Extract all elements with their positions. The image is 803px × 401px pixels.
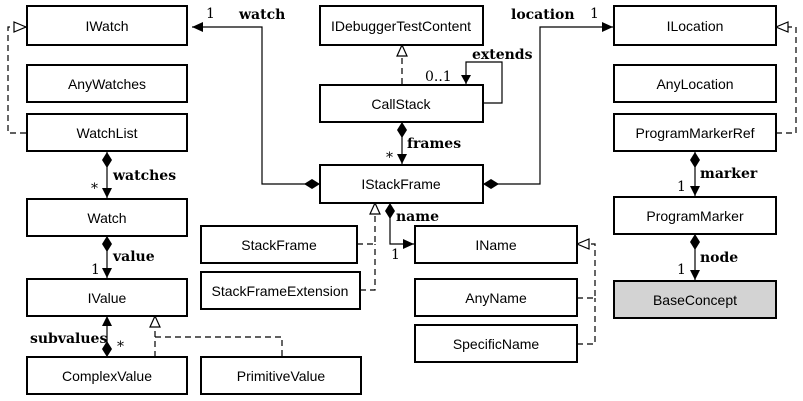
generalization-arrowhead-istackframe xyxy=(369,201,381,215)
class-stackframeextension-label: StackFrameExtension xyxy=(212,283,349,299)
class-callstack[interactable]: CallStack xyxy=(319,84,484,123)
value-diamond xyxy=(102,236,112,252)
generalization-programmarkerref-ilocation xyxy=(776,26,797,134)
generalization-anyname-iname xyxy=(577,243,596,299)
association-location xyxy=(483,26,613,185)
role-node-label: node xyxy=(700,250,738,266)
generalization-arrowhead-ilocation xyxy=(774,21,789,33)
role-extends-label: extends xyxy=(472,47,533,63)
generalization-arrowhead-iname xyxy=(575,238,590,250)
class-ivalue[interactable]: IValue xyxy=(26,278,188,317)
multiplicity-subvalues: * xyxy=(117,339,124,355)
class-ilocation[interactable]: ILocation xyxy=(613,5,777,46)
class-idebuggertestcontent[interactable]: IDebuggerTestContent xyxy=(319,5,484,46)
association-callstack-extends xyxy=(465,61,503,104)
watch-diamond xyxy=(304,179,320,189)
class-anywatches-label: AnyWatches xyxy=(68,76,146,92)
multiplicity-value: 1 xyxy=(91,262,100,278)
node-diamond xyxy=(690,234,700,250)
class-istackframe[interactable]: IStackFrame xyxy=(319,164,484,204)
generalization-complexvalue-ivalue xyxy=(154,336,283,357)
class-idebuggertestcontent-label: IDebuggerTestContent xyxy=(331,18,471,34)
role-value-label: value xyxy=(112,249,155,265)
multiplicity-marker: 1 xyxy=(677,179,686,195)
class-watch[interactable]: Watch xyxy=(26,198,188,237)
class-watchlist-label: WatchList xyxy=(77,125,138,141)
role-frames-label: frames xyxy=(407,136,461,152)
generalization-arrowhead-ivalue xyxy=(149,314,161,328)
location-diamond xyxy=(483,179,499,189)
marker-diamond xyxy=(690,152,700,168)
class-stackframeextension[interactable]: StackFrameExtension xyxy=(200,271,361,310)
watch-arrowhead xyxy=(192,22,203,32)
class-programmarker-label: ProgramMarker xyxy=(646,208,744,224)
frames-arrowhead xyxy=(397,154,407,164)
marker-arrowhead xyxy=(690,186,700,196)
class-istackframe-label: IStackFrame xyxy=(361,176,441,192)
multiplicity-watch: 1 xyxy=(206,6,215,22)
generalization-watchlist-iwatch xyxy=(7,26,26,134)
role-marker-label: marker xyxy=(700,166,758,182)
class-baseconcept[interactable]: BaseConcept xyxy=(613,280,777,319)
role-location-label: location xyxy=(511,7,575,23)
value-arrowhead xyxy=(102,268,112,278)
generalization-stackframeextension-istackframe xyxy=(360,244,376,291)
multiplicity-watches: * xyxy=(91,181,98,197)
multiplicity-node: 1 xyxy=(677,262,686,278)
class-anyname-label: AnyName xyxy=(465,290,527,306)
generalization-arrowhead-iwatch xyxy=(13,21,28,33)
class-callstack-label: CallStack xyxy=(371,96,431,112)
watches-diamond xyxy=(102,152,112,168)
class-iname[interactable]: IName xyxy=(414,225,578,264)
class-specificname-label: SpecificName xyxy=(453,336,540,352)
class-primitivevalue-label: PrimitiveValue xyxy=(237,368,326,384)
role-watches-label: watches xyxy=(112,168,176,184)
multiplicity-frames: * xyxy=(386,150,393,166)
class-ivalue-label: IValue xyxy=(88,290,127,306)
class-iwatch-label: IWatch xyxy=(85,18,128,34)
class-programmarkerref[interactable]: ProgramMarkerRef xyxy=(613,113,777,152)
class-anylocation-label: AnyLocation xyxy=(656,76,733,92)
class-anyname[interactable]: AnyName xyxy=(414,278,578,317)
class-complexvalue[interactable]: ComplexValue xyxy=(26,356,188,395)
multiplicity-name: 1 xyxy=(391,247,400,263)
class-programmarkerref-label: ProgramMarkerRef xyxy=(635,125,754,141)
class-iwatch[interactable]: IWatch xyxy=(26,5,188,46)
node-arrowhead xyxy=(690,270,700,280)
generalization-stackframe-istackframe xyxy=(357,206,376,245)
generalization-arrowhead-idebuggertestcontent xyxy=(396,43,408,57)
role-subvalues-label: subvalues xyxy=(30,331,107,347)
class-ilocation-label: ILocation xyxy=(667,18,724,34)
location-arrowhead xyxy=(602,22,613,32)
class-programmarker[interactable]: ProgramMarker xyxy=(613,196,777,235)
class-primitivevalue[interactable]: PrimitiveValue xyxy=(200,356,362,395)
generalization-specificname-iname xyxy=(577,298,596,345)
class-stackframe-label: StackFrame xyxy=(241,237,317,253)
class-iname-label: IName xyxy=(475,237,516,253)
class-anylocation[interactable]: AnyLocation xyxy=(613,64,777,103)
multiplicity-extends: 0..1 xyxy=(425,69,452,85)
association-watch xyxy=(192,26,320,185)
watches-arrowhead xyxy=(102,188,112,198)
name-arrowhead xyxy=(403,239,414,249)
class-anywatches[interactable]: AnyWatches xyxy=(26,64,188,103)
role-watch-label: watch xyxy=(238,7,285,23)
subvalues-arrowhead xyxy=(102,316,112,326)
role-name-label: name xyxy=(396,209,439,225)
frames-diamond xyxy=(397,122,407,138)
name-diamond xyxy=(385,203,395,219)
class-specificname[interactable]: SpecificName xyxy=(414,324,578,363)
extends-arrowhead xyxy=(461,75,471,84)
class-watch-label: Watch xyxy=(87,210,126,226)
class-baseconcept-label: BaseConcept xyxy=(653,292,737,308)
class-stackframe[interactable]: StackFrame xyxy=(200,225,358,264)
class-watchlist[interactable]: WatchList xyxy=(26,113,188,152)
class-complexvalue-label: ComplexValue xyxy=(62,368,152,384)
multiplicity-location: 1 xyxy=(590,6,599,22)
subvalues-diamond xyxy=(102,341,112,357)
